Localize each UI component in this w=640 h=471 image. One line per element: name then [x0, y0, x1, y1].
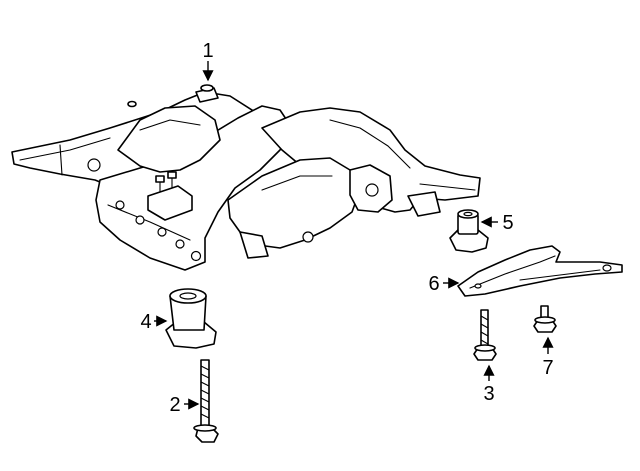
callout-4: 4 — [140, 311, 168, 333]
callout-1: 1 — [202, 40, 214, 82]
bushing-small-part[interactable] — [449, 209, 489, 253]
callout-number-5: 5 — [502, 212, 513, 234]
callout-3: 3 — [483, 364, 495, 405]
bolt-long-part[interactable] — [193, 359, 219, 443]
brace-part[interactable] — [457, 245, 623, 297]
callout-6: 6 — [428, 273, 460, 295]
bolt-medium-part[interactable] — [473, 309, 497, 361]
bushing-large-part[interactable] — [165, 288, 217, 349]
crossmember-part[interactable] — [11, 84, 481, 271]
callout-number-1: 1 — [202, 40, 213, 62]
callout-number-4: 4 — [140, 311, 151, 333]
callout-number-3: 3 — [483, 383, 494, 405]
callout-number-7: 7 — [542, 357, 553, 379]
callout-number-6: 6 — [428, 273, 439, 295]
callout-5: 5 — [480, 212, 514, 234]
callout-7: 7 — [542, 336, 554, 379]
bolt-short-part[interactable] — [533, 305, 557, 333]
callout-2: 2 — [169, 394, 200, 416]
callout-number-2: 2 — [169, 394, 180, 416]
